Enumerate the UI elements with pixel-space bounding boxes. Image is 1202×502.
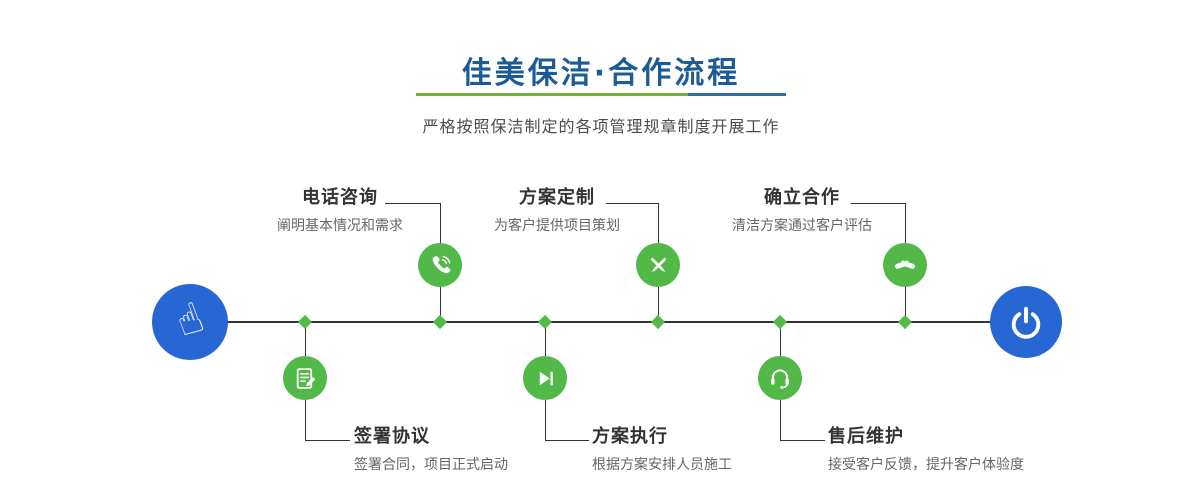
- step-circle-cooperate: [883, 243, 927, 287]
- page-title: 佳美保洁·合作流程: [461, 56, 741, 91]
- handshake-icon: [894, 260, 916, 269]
- timeline-diamond: [897, 314, 913, 330]
- page-subtitle: 严格按照保洁制定的各项管理规章制度开展工作: [422, 117, 780, 136]
- document-icon: [296, 367, 315, 389]
- connector-line: [545, 322, 546, 356]
- connector-line: [658, 203, 659, 243]
- step-desc: 清洁方案通过客户评估: [732, 218, 872, 234]
- step-desc: 阐明基本情况和需求: [277, 218, 403, 234]
- connector-line: [905, 203, 906, 243]
- step-circle-aftersales: [758, 356, 802, 400]
- underline-blue-segment: [688, 93, 786, 96]
- title-underline: [416, 93, 786, 96]
- step-sign-agreement: 签署协议 签署合同，项目正式启动: [354, 427, 594, 474]
- step-title: 方案执行: [592, 426, 668, 447]
- timeline-line: [188, 321, 1028, 323]
- underline-green-segment: [416, 93, 688, 96]
- step-circle-execute: [523, 356, 567, 400]
- play-icon: [539, 371, 553, 385]
- headset-icon: [771, 369, 789, 389]
- timeline-diamond: [650, 314, 666, 330]
- step-circle-phone: [418, 243, 462, 287]
- connector-line: [305, 400, 306, 441]
- step-plan-customize: 方案定制 为客户提供项目策划: [457, 188, 657, 235]
- step-circle-plan: [636, 243, 680, 287]
- step-title: 签署协议: [354, 426, 430, 447]
- connector-line: [545, 440, 589, 441]
- connector-line: [545, 400, 546, 441]
- connector-line: [440, 287, 441, 322]
- step-circle-sign: [283, 356, 327, 400]
- step-desc: 签署合同，项目正式启动: [354, 457, 508, 473]
- connector-line: [905, 287, 906, 322]
- timeline-diamond: [537, 314, 553, 330]
- timeline-diamond: [432, 314, 448, 330]
- connector-line: [305, 440, 350, 441]
- connector-line: [780, 440, 825, 441]
- step-title: 方案定制: [519, 187, 595, 208]
- hand-pointer-icon: ☝: [169, 292, 211, 347]
- step-title: 确立合作: [764, 187, 840, 208]
- step-title: 售后维护: [828, 426, 904, 447]
- connector-line: [385, 203, 441, 204]
- step-establish-cooperation: 确立合作 清洁方案通过客户评估: [702, 188, 902, 235]
- connector-line: [305, 322, 306, 356]
- connector-line: [851, 203, 906, 204]
- pencil-tools-icon: [650, 257, 666, 272]
- power-icon: [1011, 306, 1041, 339]
- step-desc: 为客户提供项目策划: [494, 218, 620, 234]
- connector-line: [780, 400, 781, 441]
- phone-icon: [432, 255, 450, 273]
- timeline-diamond: [772, 314, 788, 330]
- end-node: [990, 286, 1062, 358]
- timeline-diamond: [297, 314, 313, 330]
- step-desc: 接受客户反馈，提升客户体验度: [828, 457, 1024, 473]
- connector-line: [658, 287, 659, 322]
- step-phone-consult: 电话咨询 阐明基本情况和需求: [240, 188, 440, 235]
- step-desc: 根据方案安排人员施工: [592, 457, 732, 473]
- step-plan-execution: 方案执行 根据方案安排人员施工: [592, 427, 832, 474]
- start-node: ☝: [152, 284, 228, 360]
- connector-line: [606, 203, 659, 204]
- step-aftersales-maintenance: 售后维护 接受客户反馈，提升客户体验度: [828, 427, 1128, 474]
- connector-line: [440, 203, 441, 243]
- connector-line: [780, 322, 781, 356]
- step-title: 电话咨询: [302, 187, 378, 208]
